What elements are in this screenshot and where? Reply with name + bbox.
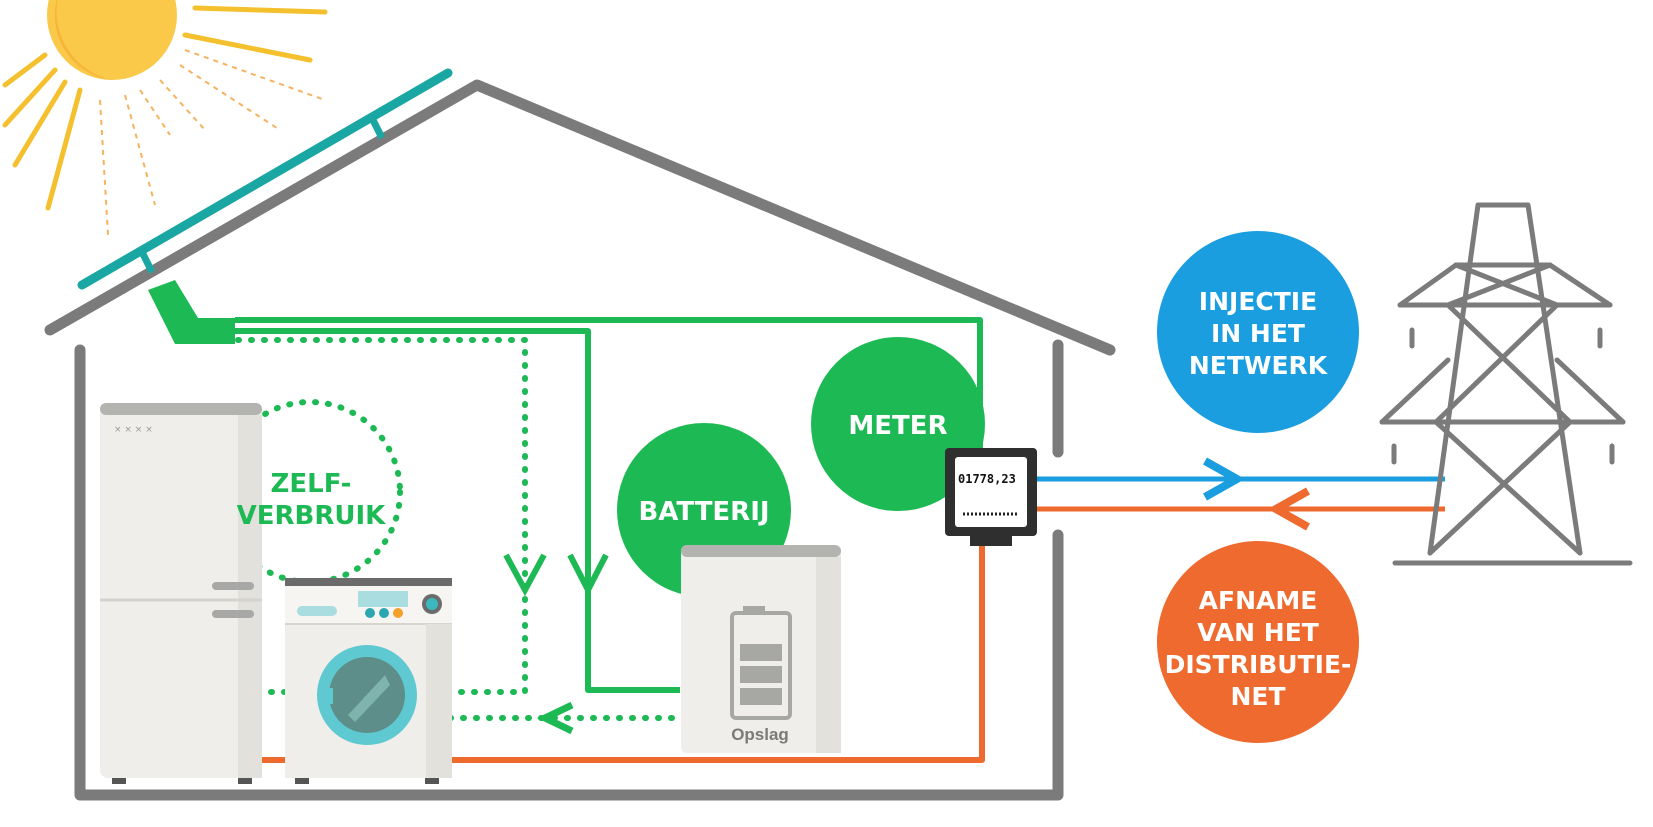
washing-machine-icon xyxy=(285,578,452,784)
supply-arrow-icon xyxy=(1267,487,1310,531)
supply-label-1: AFNAME xyxy=(1199,586,1318,615)
self-consumption-label-2: VERBRUIK xyxy=(237,501,387,531)
injection-label-1: INJECTIE xyxy=(1199,287,1317,316)
supply-circle xyxy=(1157,541,1359,743)
supply-label-3: DISTRIBUTIE- xyxy=(1165,650,1352,679)
battery-icon xyxy=(681,545,841,753)
svg-text:× × × ×: × × × × xyxy=(114,425,153,435)
meter-reading: 01778,23 xyxy=(958,472,1016,486)
flow-arrow-icon xyxy=(503,553,547,597)
supply-label-4: NET xyxy=(1230,682,1285,711)
house-outline xyxy=(44,79,1116,801)
supply-label-2: VAN HET xyxy=(1197,618,1319,647)
injection-circle xyxy=(1157,231,1359,433)
sun-icon xyxy=(2,0,328,236)
flow-arrow-icon xyxy=(536,701,574,735)
fridge-icon: × × × × xyxy=(100,403,262,784)
storage-label: Opslag xyxy=(731,725,789,744)
meter-label-circle xyxy=(811,337,985,511)
grid-supply-wire xyxy=(260,538,985,763)
electricity-meter-icon xyxy=(945,448,1037,546)
injection-label-2: IN HET xyxy=(1211,319,1305,348)
battery-label: BATTERIJ xyxy=(638,497,769,527)
injection-arrow-icon xyxy=(1203,457,1246,501)
injection-label-3: NETWERK xyxy=(1189,351,1329,380)
meter-label: METER xyxy=(848,411,947,441)
self-consumption-label-1: ZELF- xyxy=(271,469,352,499)
power-pylon-icon xyxy=(1379,202,1633,566)
solar-panel-icon xyxy=(77,68,453,344)
